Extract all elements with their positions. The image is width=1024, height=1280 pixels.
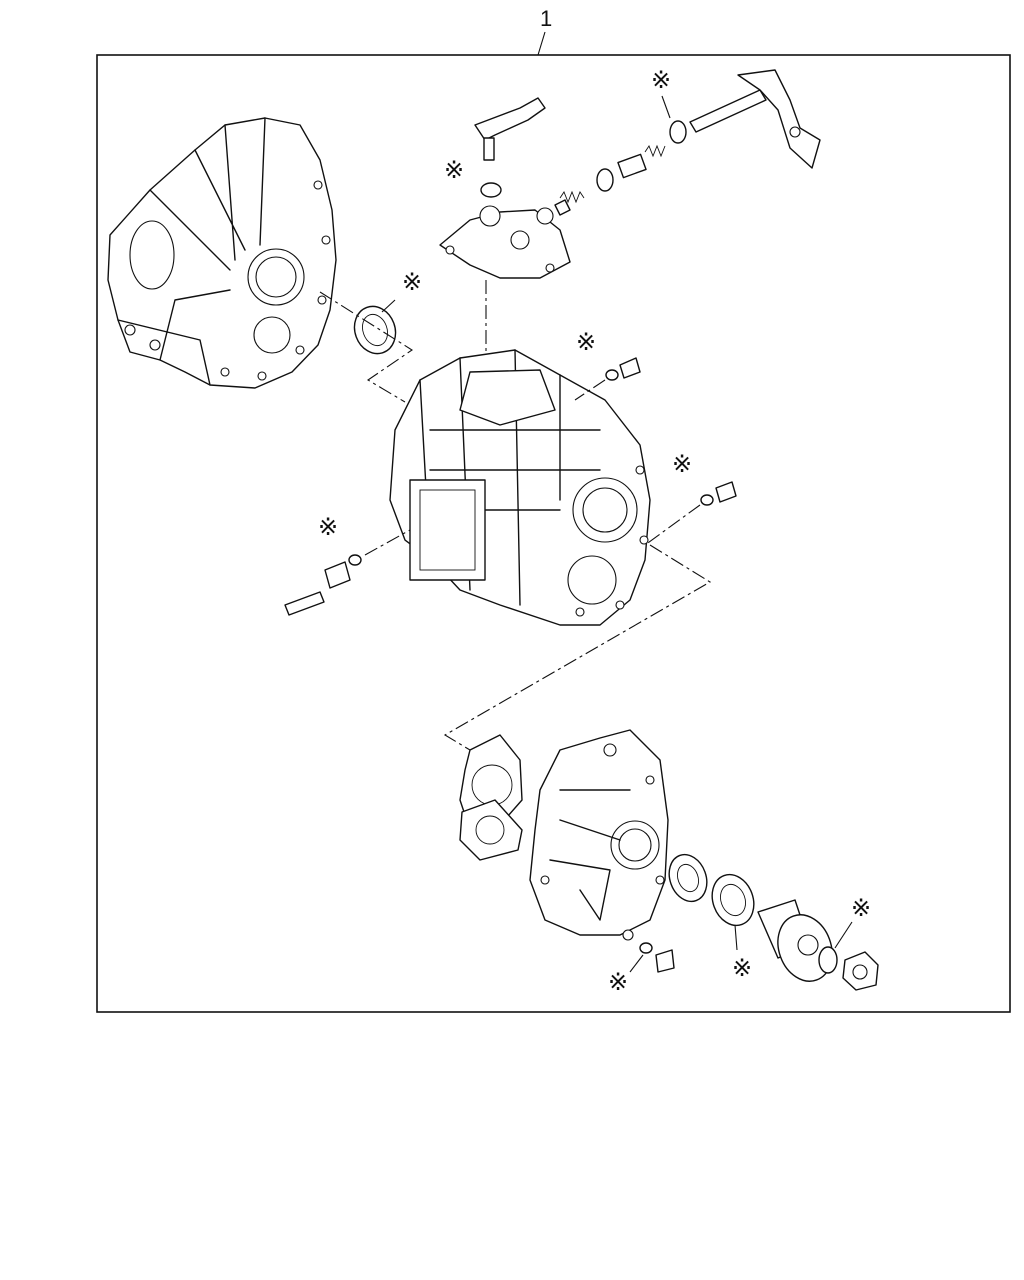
rear-bearing — [668, 853, 708, 903]
bolt-top — [619, 357, 641, 379]
rear-oil-seal — [711, 873, 755, 927]
transmission-case — [389, 349, 651, 626]
plug-left — [324, 561, 351, 589]
kit-marker-lever-seal: ※ — [651, 66, 671, 94]
kit-marker-bottom-washer: ※ — [608, 968, 628, 996]
washer-top — [605, 369, 619, 381]
washer-right — [700, 494, 714, 506]
callout-number: 1 — [540, 6, 552, 31]
bolt-right — [715, 481, 737, 503]
marker-leader — [661, 95, 671, 119]
marker-leader — [381, 299, 396, 313]
lever-seal — [669, 120, 687, 144]
top-seal-ring — [480, 182, 502, 198]
shift-shaft — [689, 69, 821, 169]
assembly-line — [443, 544, 712, 751]
bolt-left — [284, 591, 325, 616]
flange-nut — [842, 951, 879, 991]
shift-cover — [439, 205, 571, 279]
assembly-line — [644, 504, 701, 546]
kit-marker-o-ring: ※ — [851, 894, 871, 922]
kit-marker-case-bolt-top: ※ — [576, 328, 596, 356]
kit-marker-rear-seal: ※ — [732, 954, 752, 982]
kit-marker-case-bolt-right: ※ — [672, 450, 692, 478]
clutch-housing — [107, 117, 337, 389]
shift-lever-arm — [474, 97, 546, 161]
extension-housing — [529, 729, 669, 941]
flange-o-ring — [818, 946, 838, 974]
companion-flange — [757, 899, 833, 982]
oil-seal-front — [353, 305, 397, 355]
assembly-frame — [96, 54, 1011, 1013]
assembly-line — [364, 529, 411, 556]
washer-left — [348, 554, 362, 566]
washer-bottom — [639, 942, 653, 954]
assembly-line — [574, 379, 606, 401]
kit-marker-left-washer: ※ — [318, 513, 338, 541]
callout-leader — [537, 31, 546, 56]
kit-marker-oil-seal-front: ※ — [402, 268, 422, 296]
marker-leader — [629, 954, 644, 973]
detent-spring-assembly — [554, 144, 666, 216]
marker-leader — [834, 921, 853, 949]
bolt-bottom — [655, 949, 675, 973]
extension-gasket — [459, 734, 523, 861]
kit-marker-top-seal: ※ — [444, 156, 464, 184]
assembly-line — [319, 291, 414, 403]
marker-leader — [734, 924, 738, 951]
